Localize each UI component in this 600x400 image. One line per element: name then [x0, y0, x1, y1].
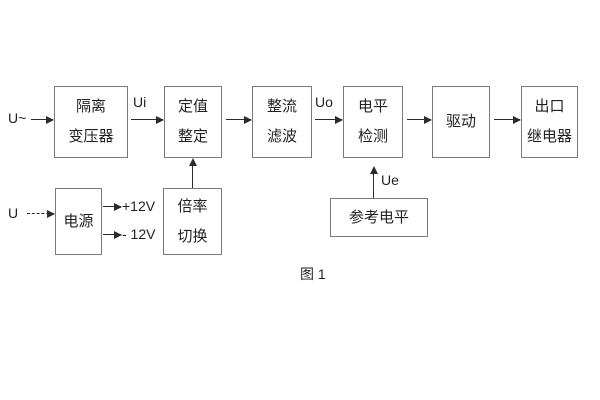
arrow-level-detection-to-drive	[407, 115, 432, 124]
arrow-setting-to-rectify	[226, 115, 252, 124]
block-setting-value-line2: 整定	[177, 128, 208, 145]
block-level-detection-line1: 电平	[357, 98, 388, 116]
arrow-reference-level-to-detection	[369, 166, 378, 198]
arrow-rail-negative	[103, 230, 122, 239]
block-isolation-transformer-line2: 变压器	[68, 128, 114, 145]
signal-ue-label: Ue	[381, 172, 399, 188]
block-rectify-filter[interactable]: 整流 滤波	[252, 86, 312, 158]
block-reference-level-label: 参考电平	[348, 208, 409, 226]
block-setting-value-line1: 定值	[177, 98, 208, 116]
signal-uo-label: Uo	[315, 94, 333, 110]
block-drive[interactable]: 驱动	[432, 86, 490, 158]
block-rectify-filter-line1: 整流	[266, 98, 297, 116]
block-multiplier-switch-line2: 切换	[177, 227, 208, 245]
figure-caption: 图 1	[300, 266, 326, 282]
block-level-detection-line2: 检测	[357, 128, 388, 145]
arrow-transformer-to-setting	[131, 115, 164, 124]
signal-ui-label: Ui	[133, 94, 147, 110]
arrow-rectify-to-level-detection	[315, 115, 343, 124]
block-output-relay-line1: 出口	[534, 98, 565, 116]
block-level-detection[interactable]: 电平 检测	[343, 86, 403, 158]
block-rectify-filter-line2: 滤波	[266, 128, 297, 145]
rail-positive-label: +12V	[122, 198, 156, 214]
block-output-relay-line2: 继电器	[526, 128, 572, 145]
block-multiplier-switch-line1: 倍率	[177, 197, 208, 215]
input-ac-label: U~	[8, 110, 27, 126]
block-setting-value[interactable]: 定值 整定	[164, 86, 222, 158]
rail-negative-label: - 12V	[122, 226, 156, 242]
block-drive-label: 驱动	[445, 113, 476, 131]
block-output-relay[interactable]: 出口 继电器	[521, 86, 578, 158]
arrow-drive-to-output-relay	[494, 115, 521, 124]
arrow-input-ac-to-transformer	[31, 115, 54, 124]
block-multiplier-switch[interactable]: 倍率 切换	[163, 188, 222, 255]
block-power-supply-label: 电源	[63, 212, 94, 230]
block-reference-level[interactable]: 参考电平	[330, 198, 428, 237]
arrow-multiplier-to-setting	[188, 158, 197, 188]
block-isolation-transformer-line1: 隔离	[75, 98, 106, 116]
arrow-input-dc-to-power-supply	[27, 209, 55, 218]
input-dc-label: U	[8, 205, 19, 221]
arrow-rail-positive	[103, 202, 122, 211]
block-power-supply[interactable]: 电源	[55, 188, 102, 255]
block-isolation-transformer[interactable]: 隔离 变压器	[54, 86, 128, 158]
